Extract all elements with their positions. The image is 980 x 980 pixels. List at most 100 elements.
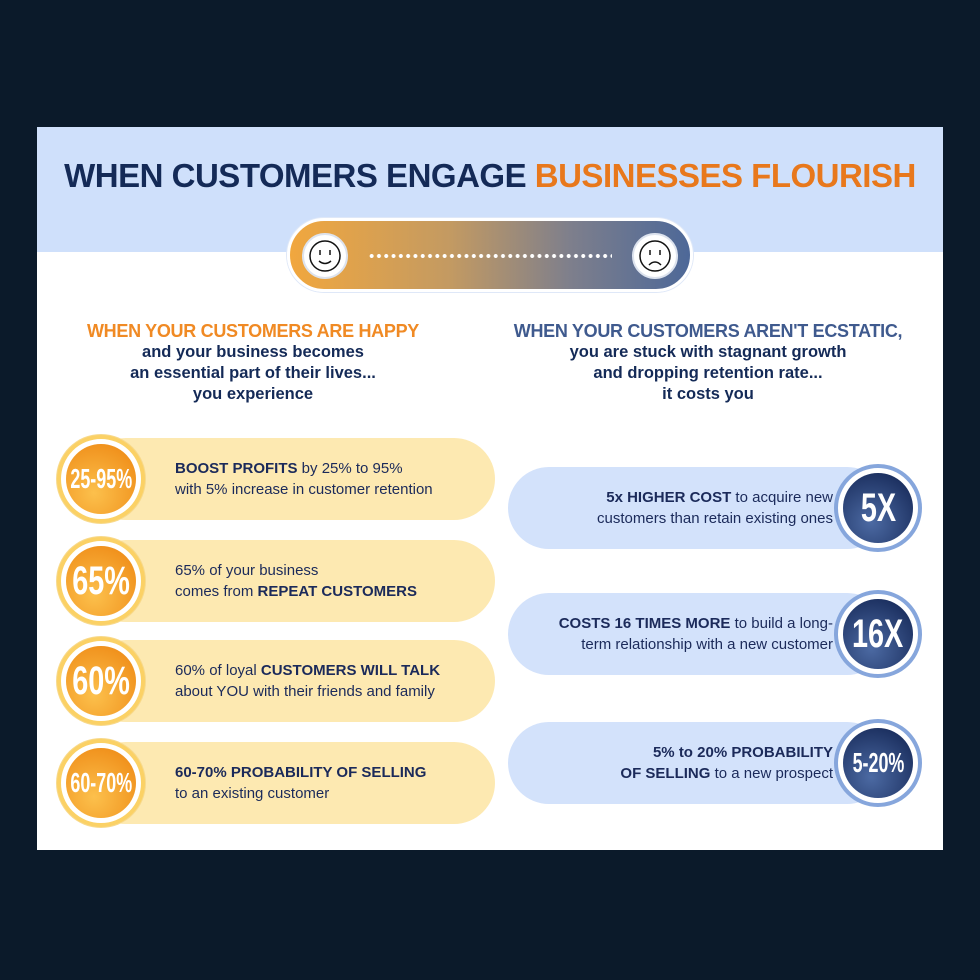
description-bold: COSTS 16 TIMES MORE — [558, 615, 731, 632]
description-line: to an existing customer — [175, 783, 426, 804]
description-line: comes from REPEAT CUSTOMERS — [175, 581, 417, 602]
stat-description: 65% of your business comes from REPEAT CU… — [175, 560, 417, 602]
stat-badge-inner: 16X — [843, 599, 913, 669]
description-line: 5% to 20% PROBABILITY — [620, 742, 833, 763]
stat-description: 5% to 20% PROBABILITY OF SELLING to a new… — [620, 742, 833, 784]
stat-description: BOOST PROFITS by 25% to 95% with 5% incre… — [175, 458, 433, 500]
stat-value: 60% — [66, 646, 136, 716]
unhappy-sub-line: it costs you — [662, 385, 754, 403]
stat-badge: 5X — [834, 464, 922, 552]
stat-pill — [85, 640, 495, 722]
stat-value: 65% — [66, 546, 136, 616]
unhappy-sub-line: you are stuck with stagnant growth — [569, 343, 847, 361]
description-line: with 5% increase in customer retention — [175, 479, 433, 500]
description-text: 65% of your business — [175, 562, 319, 579]
description-line: 5x HIGHER COST to acquire new — [597, 487, 833, 508]
stat-badge-inner: 25-95% — [66, 444, 136, 514]
stat-badge-inner: 60-70% — [66, 748, 136, 818]
stat-badge-inner: 5X — [843, 473, 913, 543]
stat-value-text: 16X — [852, 611, 904, 656]
description-text: by 25% to 95% — [297, 460, 403, 477]
stat-value-text: 60-70% — [70, 767, 132, 798]
stat-badge: 25-95% — [57, 435, 145, 523]
stat-value-text: 65% — [72, 558, 130, 603]
stat-description: COSTS 16 TIMES MORE to build a long-term… — [559, 613, 833, 655]
happy-stat-item: 60-70% 60-70% PROBABILITY OF SELLING to an… — [57, 739, 500, 827]
title-part-2: BUSINESSES FLOURISH — [534, 157, 917, 194]
smiley-face-icon — [302, 233, 348, 279]
stat-value-text: 60% — [72, 658, 130, 703]
stat-pill — [85, 742, 495, 824]
stat-badge: 60-70% — [57, 739, 145, 827]
description-line: term relationship with a new customer — [559, 634, 833, 655]
description-text: term relationship with a new customer — [581, 636, 833, 653]
mood-slider — [287, 218, 693, 292]
stat-pill — [85, 540, 495, 622]
stat-badge: 60% — [57, 637, 145, 725]
description-bold: 5x HIGHER COST — [606, 489, 732, 506]
description-bold: BOOST PROFITS — [175, 460, 298, 477]
stat-value-text: 5X — [860, 485, 896, 530]
stat-badge-inner: 5-20% — [843, 728, 913, 798]
description-line: 60-70% PROBABILITY OF SELLING — [175, 762, 426, 783]
description-text: to build a long- — [730, 615, 833, 632]
description-text: to a new prospect — [710, 765, 833, 782]
stat-badge: 5-20% — [834, 719, 922, 807]
description-line: OF SELLING to a new prospect — [620, 763, 833, 784]
title-part-1: WHEN CUSTOMERS ENGAGE — [64, 157, 527, 194]
unhappy-stat-item: 16X COSTS 16 TIMES MORE to build a long-t… — [508, 590, 928, 678]
stat-badge-inner: 65% — [66, 546, 136, 616]
description-line: 65% of your business — [175, 560, 417, 581]
sad-face-icon — [632, 233, 678, 279]
stat-value: 16X — [843, 599, 913, 669]
unhappy-sub-line: and dropping retention rate... — [593, 364, 823, 382]
unhappy-stat-item: 5X 5x HIGHER COST to acquire new customers… — [508, 464, 928, 552]
description-bold: 60-70% PROBABILITY OF SELLING — [175, 764, 427, 781]
unhappy-heading: WHEN YOUR CUSTOMERS AREN'T ECSTATIC, you… — [489, 321, 927, 405]
description-bold: OF SELLING — [620, 765, 711, 782]
infographic-card: WHEN CUSTOMERS ENGAGE BUSINESSES FLOURIS… — [37, 127, 943, 850]
happy-stat-item: 25-95% BOOST PROFITS by 25% to 95% with 5%… — [57, 435, 500, 523]
stat-value: 5-20% — [843, 728, 913, 798]
description-bold: CUSTOMERS WILL TALK — [260, 662, 441, 679]
happy-heading-title: WHEN YOUR CUSTOMERS ARE HAPPY — [86, 321, 419, 341]
description-text: customers than retain existing ones — [597, 510, 833, 527]
stat-description: 60-70% PROBABILITY OF SELLING to an exist… — [175, 762, 426, 804]
unhappy-heading-title: WHEN YOUR CUSTOMERS AREN'T ECSTATIC, — [513, 321, 903, 341]
dotted-line — [368, 254, 612, 258]
description-line: BOOST PROFITS by 25% to 95% — [175, 458, 433, 479]
description-line: 60% of loyal CUSTOMERS WILL TALK — [175, 660, 440, 681]
stat-pill — [508, 722, 888, 804]
description-text: to acquire new — [731, 489, 833, 506]
description-bold: REPEAT CUSTOMERS — [257, 583, 417, 600]
description-text: 60% of loyal — [175, 662, 261, 679]
stat-value-text: 25-95% — [70, 463, 132, 494]
description-bold: 5% to 20% PROBABILITY — [652, 744, 833, 761]
happy-sub-line: an essential part of their lives... — [130, 364, 376, 382]
stat-pill — [85, 438, 495, 520]
happy-stat-item: 65% 65% of your business comes from REPEAT… — [57, 537, 500, 625]
description-line: about YOU with their friends and family — [175, 681, 440, 702]
happy-sub-line: and your business becomes — [142, 343, 364, 361]
happy-sub-line: you experience — [192, 385, 314, 403]
stat-badge: 65% — [57, 537, 145, 625]
happy-heading: WHEN YOUR CUSTOMERS ARE HAPPY and your b… — [37, 321, 469, 405]
description-text: comes from — [175, 583, 258, 600]
unhappy-stat-item: 5-20% 5% to 20% PROBABILITY OF SELLING to … — [508, 719, 928, 807]
stat-badge: 16X — [834, 590, 922, 678]
description-text: to an existing customer — [175, 785, 330, 802]
page-title: WHEN CUSTOMERS ENGAGE BUSINESSES FLOURIS… — [37, 157, 943, 195]
description-line: COSTS 16 TIMES MORE to build a long- — [559, 613, 833, 634]
stat-badge-inner: 60% — [66, 646, 136, 716]
stat-pill — [508, 593, 888, 675]
description-line: customers than retain existing ones — [597, 508, 833, 529]
stat-value: 25-95% — [66, 444, 136, 514]
stat-value: 5X — [843, 473, 913, 543]
stat-value-text: 5-20% — [852, 747, 904, 778]
stat-value: 60-70% — [66, 748, 136, 818]
stat-pill — [508, 467, 888, 549]
description-text: with 5% increase in customer retention — [175, 481, 433, 498]
stat-description: 5x HIGHER COST to acquire new customers t… — [597, 487, 833, 529]
